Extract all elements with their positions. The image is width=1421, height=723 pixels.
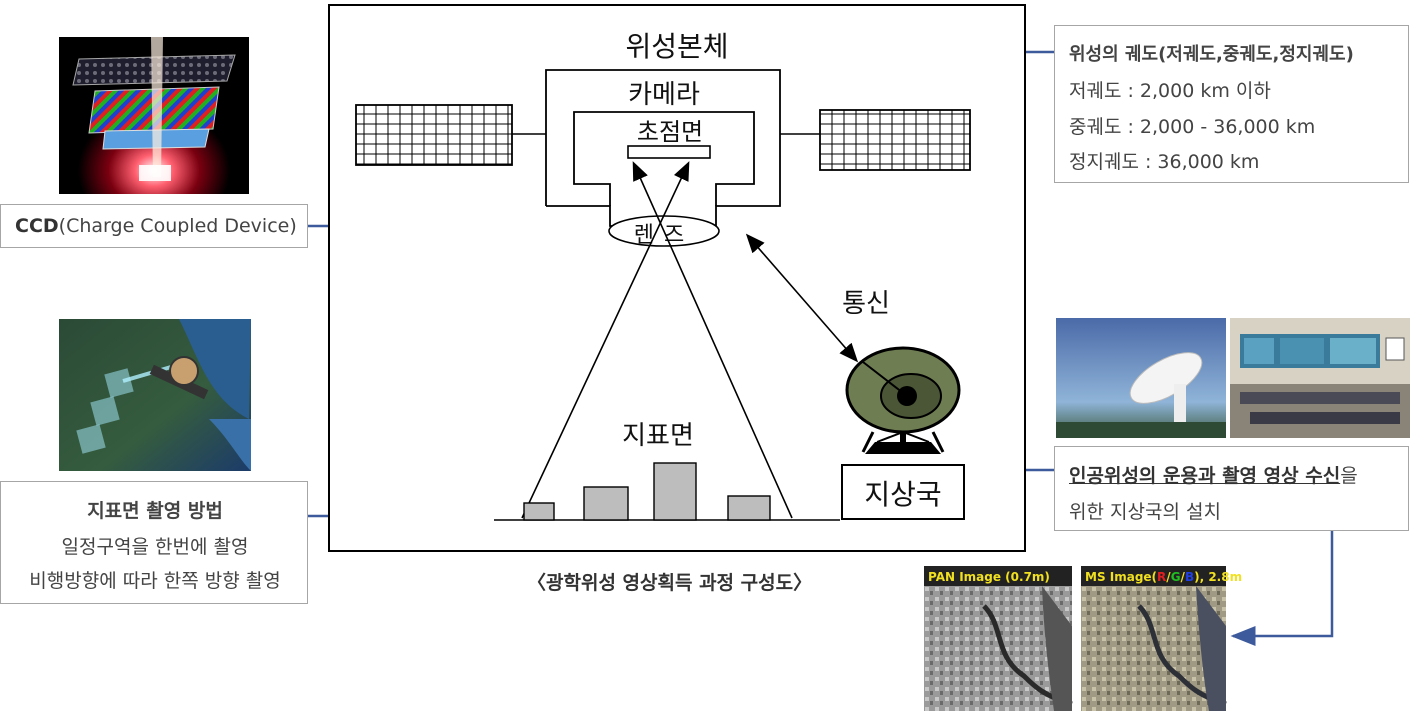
ground-station-callout: 인공위성의 운용과 촬영 영상 수신을 위한 지상국의 설치 xyxy=(1054,446,1409,531)
station-rest: 을 xyxy=(1340,465,1358,487)
antenna-photo xyxy=(1056,318,1226,438)
ray-right-outer xyxy=(632,161,793,519)
ms-image: MS Image(R/G/B), 2.8m xyxy=(1081,566,1242,711)
imaging-method-line-1: 일정구역을 한번에 촬영 xyxy=(61,536,249,558)
station-line-1: 인공위성의 운용과 촬영 영상 수신을 xyxy=(1069,461,1358,488)
satellite-dish xyxy=(845,346,961,454)
ground-building-3 xyxy=(653,462,697,521)
ground-station-label: 지상국 xyxy=(864,478,941,511)
imaging-method-title: 지표면 촬영 방법 xyxy=(87,500,223,522)
ground-building-2 xyxy=(583,486,629,521)
ccd-callout: CCD(Charge Coupled Device) xyxy=(0,204,308,248)
right-solar-panel xyxy=(819,109,971,171)
svg-text:MS Image(R/G/B), 2.8m: MS Image(R/G/B), 2.8m xyxy=(1085,570,1242,584)
diagram-frame xyxy=(328,4,1026,552)
imaging-method-line-2: 비행방향에 따라 한쪽 방향 촬영 xyxy=(29,570,281,592)
ground-surface-label: 지표면 xyxy=(622,421,694,451)
optical-satellite-diagram: 위성본체 카메라 초점면 렌즈 통신 지표면 지상국 xyxy=(328,4,1026,552)
orbit-line-low: 저궤도 : 2,000 km 이하 xyxy=(1069,80,1271,102)
ccd-image xyxy=(59,37,249,194)
camera-label: 카메라 xyxy=(628,80,700,110)
ground-building-1 xyxy=(523,502,555,521)
imaging-method-callout: 지표면 촬영 방법 일정구역을 한번에 촬영 비행방향에 따라 한쪽 방향 촬영 xyxy=(0,481,308,604)
ground-building-4 xyxy=(727,495,771,521)
diagram-caption: 〈광학위성 영상획득 과정 구성도〉 xyxy=(527,572,813,594)
orbit-line-geo: 정지궤도 : 36,000 km xyxy=(1069,151,1260,173)
orbit-title: 위성의 궤도(저궤도,중궤도,정지궤도) xyxy=(1069,44,1354,65)
pan-image: PAN Image (0.7m) xyxy=(924,566,1073,711)
focal-plane-label: 초점면 xyxy=(637,118,703,146)
left-solar-panel xyxy=(355,104,513,166)
orbit-line-medium: 중궤도 : 2,000 - 36,000 km xyxy=(1069,116,1316,138)
focal-plane xyxy=(627,145,711,159)
ccd-label-rest: (Charge Coupled Device) xyxy=(58,215,297,237)
camera-frame xyxy=(573,111,755,206)
communication-label: 통신 xyxy=(842,289,890,319)
lens-label: 렌즈 xyxy=(634,223,694,248)
satellite-body-label: 위성본체 xyxy=(625,30,728,63)
ms-band-r: R xyxy=(1157,570,1166,584)
ms-label-prefix: MS Image( xyxy=(1085,570,1157,584)
station-highlight: 인공위성의 운용과 촬영 영상 수신 xyxy=(1069,465,1341,487)
communication-arrow xyxy=(745,233,859,363)
images-arrow xyxy=(1230,492,1334,646)
control-room-photo xyxy=(1230,318,1410,438)
orbit-callout: 위성의 궤도(저궤도,중궤도,정지궤도) 저궤도 : 2,000 km 이하 중… xyxy=(1054,25,1409,183)
ground-station-box xyxy=(841,464,965,520)
ccd-label-bold: CCD xyxy=(15,215,59,237)
ms-label-suffix: ), 2.8m xyxy=(1194,570,1242,584)
ms-band-g: G xyxy=(1171,570,1181,584)
station-line-2: 위한 지상국의 설치 xyxy=(1069,501,1221,523)
satellite-imaging-image xyxy=(59,319,251,471)
pan-image-label: PAN Image (0.7m) xyxy=(928,570,1050,584)
ms-band-b: B xyxy=(1185,570,1194,584)
